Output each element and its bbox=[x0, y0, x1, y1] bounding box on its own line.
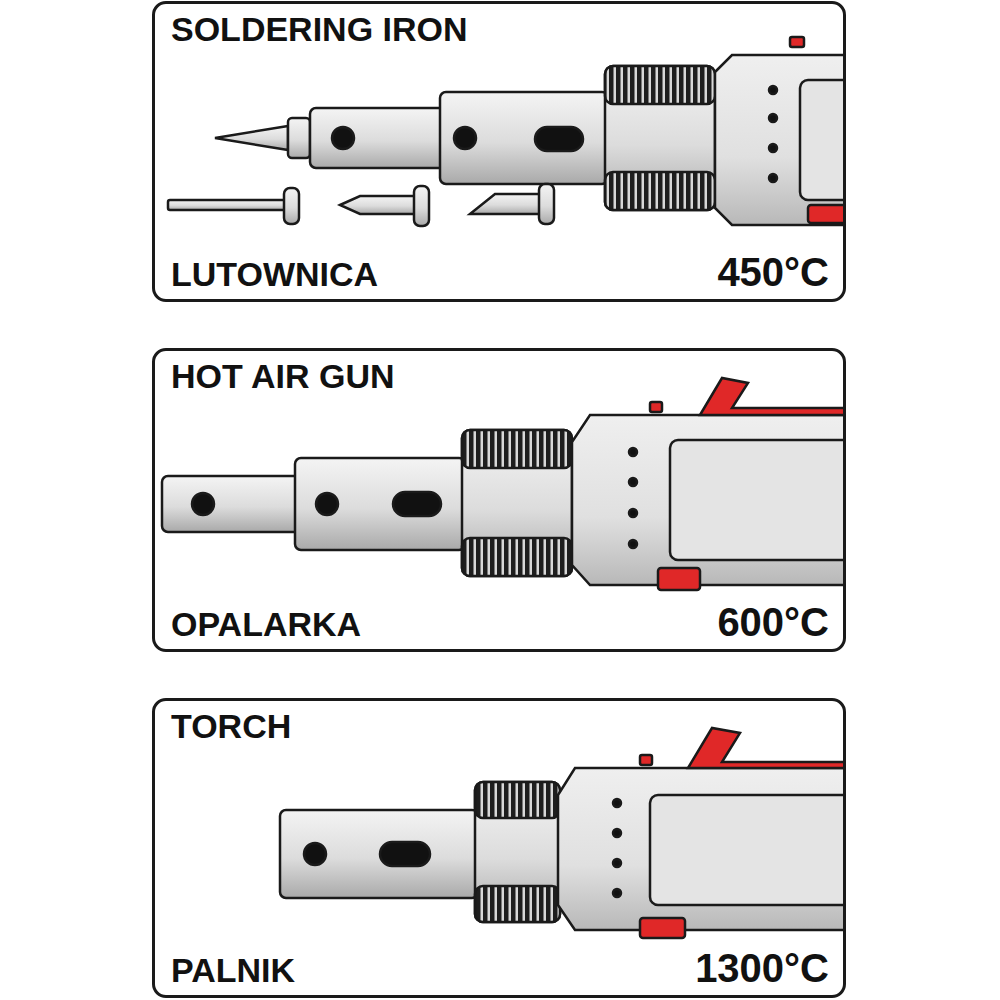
tool-name-polish: LUTOWNICA bbox=[171, 257, 378, 293]
tool-panel: SOLDERING IRON LUTOWNICA 450°C bbox=[152, 1, 846, 302]
tool-name-polish: PALNIK bbox=[171, 953, 295, 989]
tool-name: SOLDERING IRON bbox=[171, 12, 468, 48]
tool-panel: TORCH PALNIK 1300°C bbox=[152, 698, 846, 998]
hot-air-gun-drawing bbox=[162, 378, 846, 590]
temperature-label: 600°C bbox=[717, 601, 829, 643]
tool-panel: HOT AIR GUN OPALARKA 600°C bbox=[152, 348, 846, 652]
temperature-label: 1300°C bbox=[695, 947, 829, 989]
soldering-iron-drawing bbox=[168, 37, 846, 226]
temperature-label: 450°C bbox=[717, 251, 829, 293]
tool-name: TORCH bbox=[171, 709, 291, 745]
tool-name-polish: OPALARKA bbox=[171, 607, 361, 643]
torch-drawing bbox=[280, 728, 846, 938]
tool-name: HOT AIR GUN bbox=[171, 359, 395, 395]
